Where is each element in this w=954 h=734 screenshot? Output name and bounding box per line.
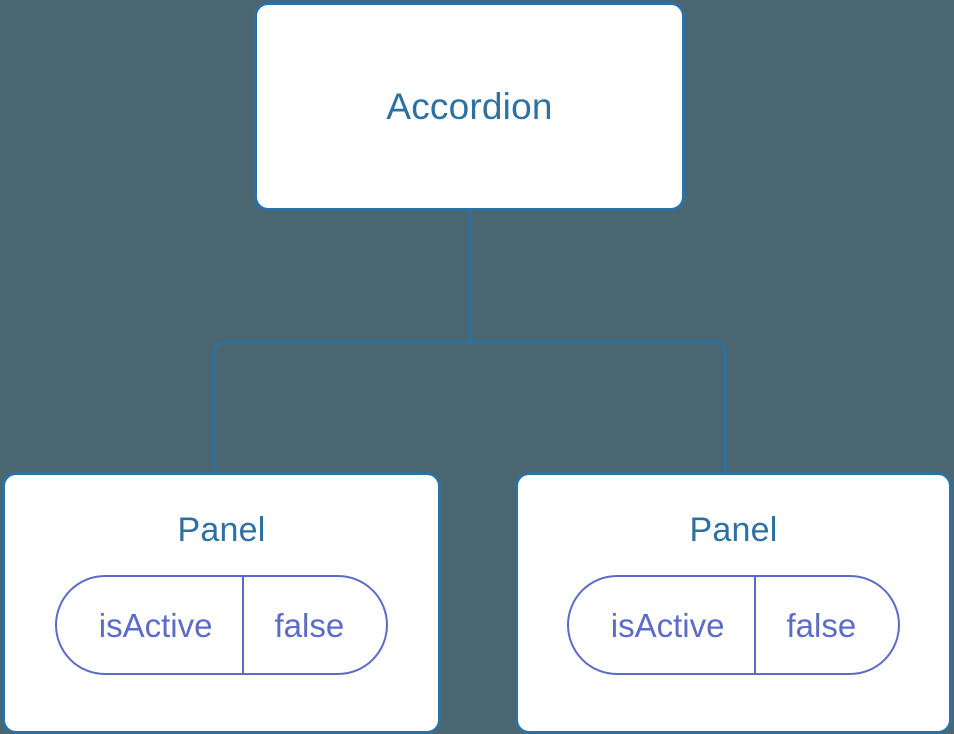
edge-to-panel-right bbox=[470, 340, 727, 474]
node-accordion[interactable]: Accordion bbox=[254, 2, 685, 211]
state-badge-panel-2[interactable]: isActive false bbox=[566, 575, 901, 675]
state-key-label: isActive bbox=[569, 577, 757, 673]
node-panel-2-title: Panel bbox=[689, 511, 778, 549]
node-accordion-title: Accordion bbox=[386, 86, 553, 127]
node-panel-1-title: Panel bbox=[177, 511, 266, 549]
state-value-label: false bbox=[786, 606, 857, 644]
state-key-label: isActive bbox=[57, 577, 245, 673]
state-badge-panel-1[interactable]: isActive false bbox=[54, 575, 389, 675]
node-panel-1[interactable]: Panel isActive false bbox=[2, 472, 441, 734]
edge-to-panel-left bbox=[212, 340, 470, 474]
node-panel-2[interactable]: Panel isActive false bbox=[515, 472, 952, 734]
state-value-label: false bbox=[274, 606, 345, 644]
